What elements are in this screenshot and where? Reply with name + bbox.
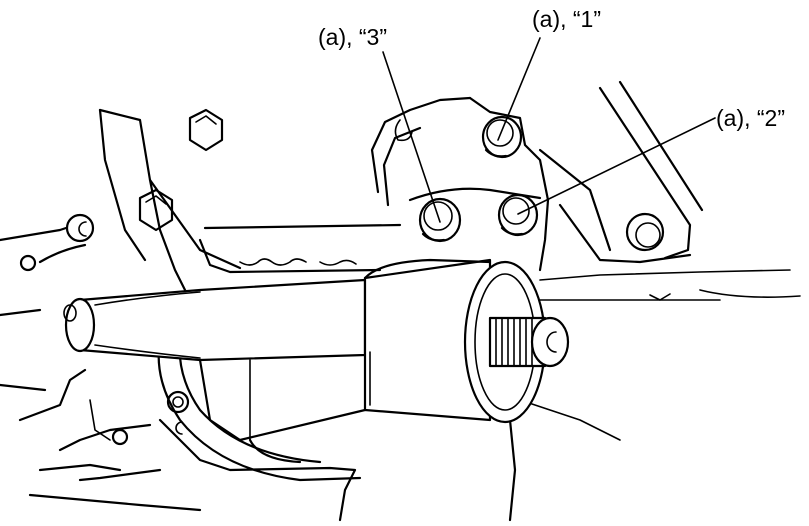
left-casing <box>0 213 202 512</box>
housing-upper <box>98 108 402 302</box>
mounting-bracket <box>370 96 550 272</box>
callout-label-1: (a), “1” <box>532 6 601 32</box>
callout-label-3: (a), “3” <box>318 24 387 50</box>
splined-shaft <box>488 316 570 368</box>
leader-lines <box>382 37 716 223</box>
right-boss <box>625 212 665 252</box>
output-shaft <box>63 278 367 362</box>
bolt-1 <box>481 115 523 159</box>
right-casing <box>508 80 801 522</box>
upper-left-hex-bolts <box>138 108 224 232</box>
bolt-2 <box>497 193 539 237</box>
callout-label-2: (a), “2” <box>716 105 785 131</box>
